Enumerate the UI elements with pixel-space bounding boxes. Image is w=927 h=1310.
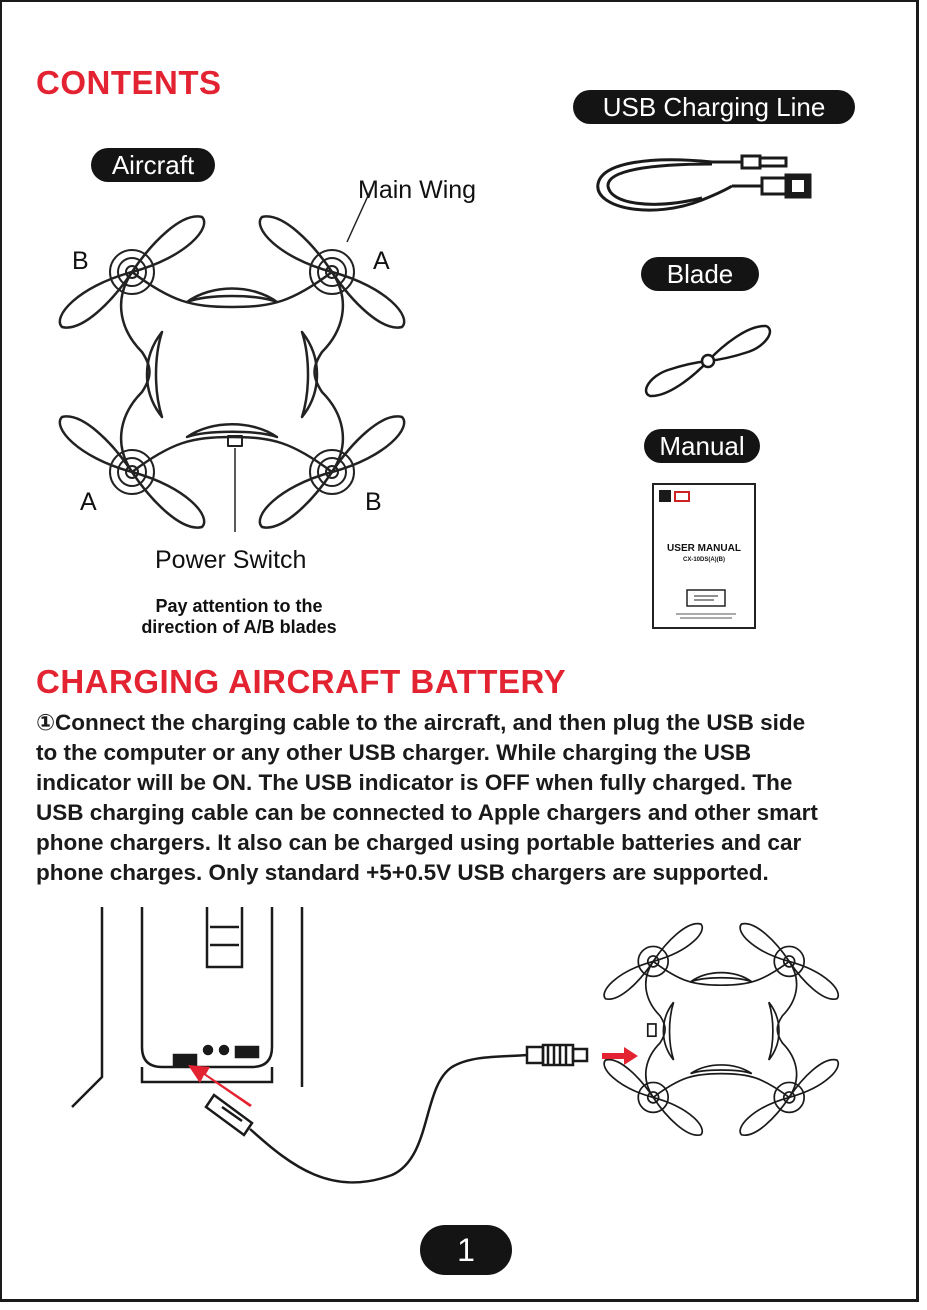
drone-illustration (58, 186, 406, 532)
instruction-line-1: ①Connect the charging cable to the aircr… (36, 710, 806, 735)
instruction-line-6: phone charges. Only standard +5+0.5V USB… (36, 860, 769, 885)
instruction-line-5: phone chargers. It also can be charged u… (36, 830, 802, 855)
page-number: 1 (420, 1225, 512, 1275)
main-wing-label: Main Wing (358, 176, 477, 204)
charging-illustration (71, 907, 840, 1184)
blade-illustration (644, 324, 772, 398)
usb-cable-illustration (596, 154, 812, 212)
contents-heading: CONTENTS (36, 64, 222, 101)
manual-fineprint (676, 613, 736, 619)
note-line-1: Pay attention to the (155, 596, 323, 616)
blade-pill: Blade (641, 257, 759, 291)
usb-charging-line-pill: USB Charging Line (573, 90, 855, 124)
manual-pill: Manual (644, 429, 760, 463)
manual-booklet-image: USER MANUAL CX-10DS(A)(B) (652, 483, 756, 629)
charging-heading: CHARGING AIRCRAFT BATTERY (36, 663, 567, 700)
blade-a-label-top: A (373, 247, 390, 275)
manual-badge-icon (686, 589, 726, 607)
blade-direction-note: Pay attention to the direction of A/B bl… (114, 596, 364, 638)
charging-instructions: ①Connect the charging cable to the aircr… (36, 708, 896, 888)
power-switch-label: Power Switch (155, 546, 307, 574)
blade-b-label-bottom: B (365, 488, 382, 516)
manual-card-model: CX-10DS(A)(B) (683, 557, 725, 563)
blade-a-label-bottom: A (80, 488, 97, 516)
note-line-2: direction of A/B blades (141, 617, 337, 637)
blade-b-label-top: B (72, 247, 89, 275)
instruction-line-2: to the computer or any other USB charger… (36, 740, 752, 765)
aircraft-pill: Aircraft (91, 148, 215, 182)
instruction-line-4: USB charging cable can be connected to A… (36, 800, 818, 825)
instruction-line-3: indicator will be ON. The USB indicator … (36, 770, 793, 795)
manual-logo-icon (659, 490, 690, 502)
manual-card-title: USER MANUAL (667, 543, 741, 554)
